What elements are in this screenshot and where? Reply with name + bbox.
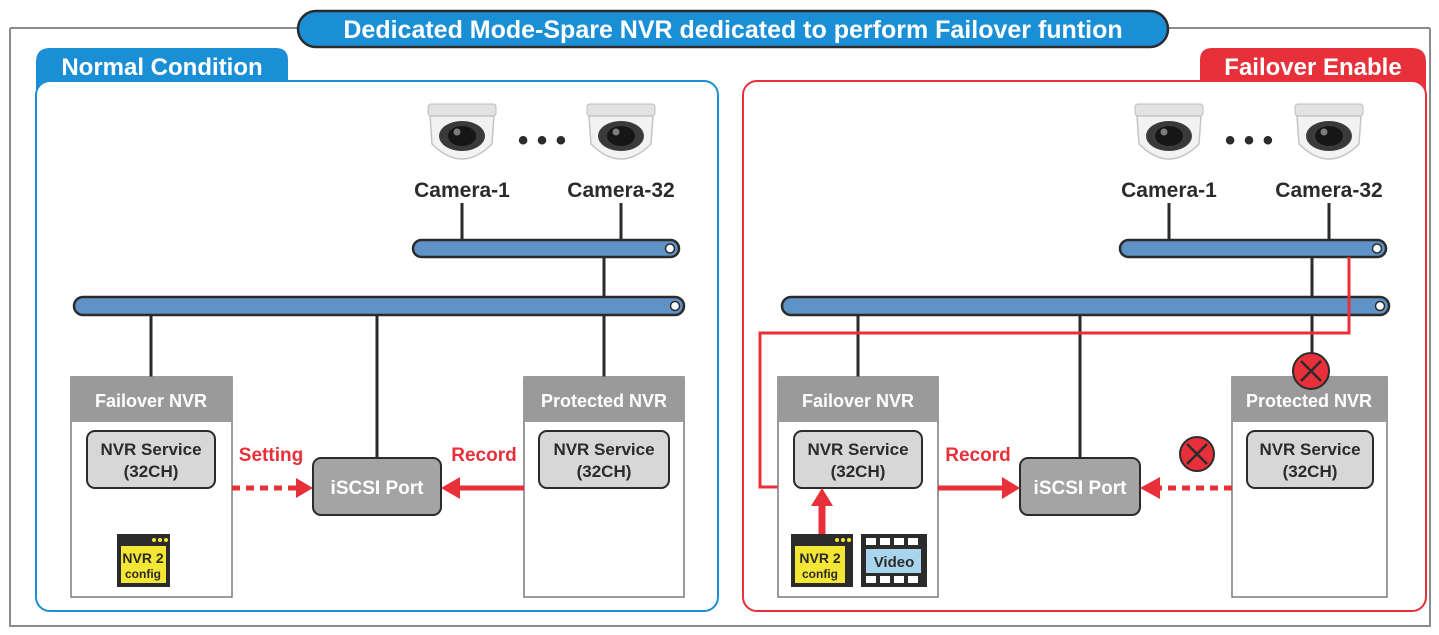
- config-label-line2: config: [125, 567, 161, 581]
- config-label-line1: NVR 2: [799, 550, 840, 566]
- failure-x-icon: [1179, 436, 1215, 472]
- failover-nvr-box: Failover NVR NVR Service (32CH): [70, 376, 233, 598]
- protected-nvr-title: Protected NVR: [541, 391, 667, 411]
- ellipsis-dots: • • •: [1225, 124, 1273, 157]
- failover-panel: Failover Enable • • • Camera-1 Camera-32: [742, 48, 1427, 612]
- nvr-service-channels: (32CH): [124, 462, 179, 481]
- page-title: Dedicated Mode-Spare NVR dedicated to pe…: [343, 16, 1122, 44]
- nvr-service-label: NVR Service: [1259, 440, 1360, 459]
- failure-x-icon: [1292, 352, 1330, 390]
- nvr-service-label: NVR Service: [553, 440, 654, 459]
- camera-1-label: Camera-1: [414, 179, 510, 202]
- protected-nvr-box: Protected NVR NVR Service (32CH): [1231, 376, 1388, 598]
- ellipsis-dots: • • •: [518, 124, 566, 157]
- setting-arrow: Setting: [232, 445, 313, 498]
- main-bus: [780, 295, 1391, 317]
- config-label-line1: NVR 2: [122, 550, 163, 566]
- network-links: [856, 203, 1331, 458]
- failover-nvr-title: Failover NVR: [95, 391, 207, 411]
- record-label: Record: [945, 445, 1010, 466]
- iscsi-port-label: iSCSI Port: [331, 478, 425, 499]
- iscsi-port-box: iSCSI Port: [1019, 457, 1141, 516]
- iscsi-port-label: iSCSI Port: [1034, 478, 1128, 499]
- title-banner: Dedicated Mode-Spare NVR dedicated to pe…: [296, 9, 1170, 49]
- nvr-service-label: NVR Service: [100, 440, 201, 459]
- main-bus: [72, 295, 686, 317]
- nvr-config-icon: NVR 2 config: [117, 534, 170, 587]
- config-label-line2: config: [802, 567, 838, 581]
- failover-panel-label: Failover Enable: [1224, 54, 1401, 81]
- record-arrow: Record: [938, 445, 1020, 499]
- load-config-arrow: [811, 488, 833, 534]
- nvr-config-icon: NVR 2 config: [791, 534, 853, 587]
- nvr-service-channels: (32CH): [831, 462, 886, 481]
- record-label: Record: [451, 445, 516, 466]
- reroute-path: [758, 257, 1351, 489]
- network-links: [149, 203, 623, 458]
- protected-nvr-box: Protected NVR NVR Service (32CH): [523, 376, 685, 598]
- video-label: Video: [874, 554, 915, 571]
- record-arrow: Record: [441, 445, 524, 499]
- video-icon: Video: [861, 534, 927, 587]
- broken-record-arrow: [1140, 477, 1232, 499]
- camera-1-label: Camera-1: [1121, 179, 1217, 202]
- protected-nvr-title: Protected NVR: [1246, 391, 1372, 411]
- nvr-service-channels: (32CH): [577, 462, 632, 481]
- camera-32-label: Camera-32: [567, 179, 674, 202]
- nvr-service-label: NVR Service: [807, 440, 908, 459]
- nvr-service-channels: (32CH): [1283, 462, 1338, 481]
- normal-panel: Normal Condition • • • Camera-1 Camera-3…: [35, 48, 719, 612]
- iscsi-port-box: iSCSI Port: [312, 457, 442, 516]
- normal-panel-label: Normal Condition: [61, 54, 262, 81]
- camera-32-label: Camera-32: [1275, 179, 1382, 202]
- camera-bus: [1118, 238, 1388, 259]
- outer-frame: [9, 27, 1431, 627]
- camera-bus: [411, 238, 681, 259]
- failover-nvr-title: Failover NVR: [802, 391, 914, 411]
- setting-label: Setting: [239, 445, 303, 466]
